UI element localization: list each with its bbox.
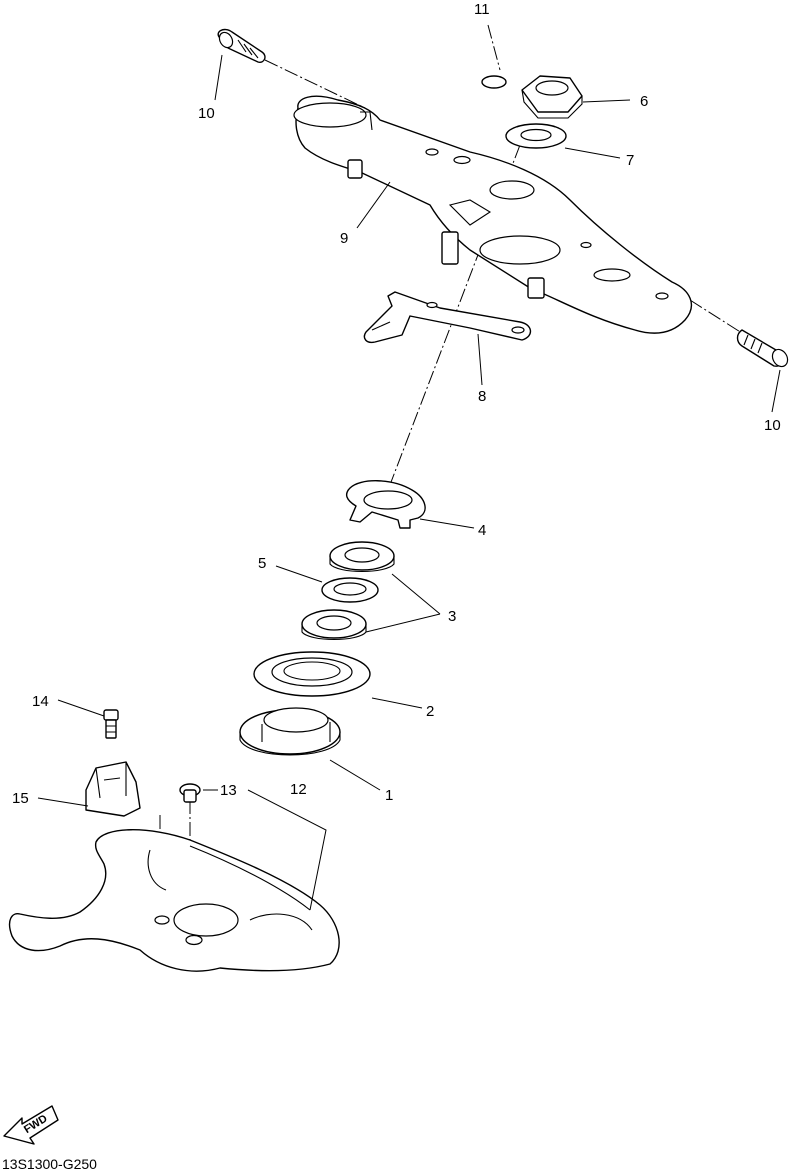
cap-part-11 (481, 75, 507, 89)
callout-10-right: 10 (764, 417, 781, 434)
fwd-arrow-icon: FWD (3, 1105, 59, 1145)
callout-12: 12 (290, 781, 307, 798)
callout-6: 6 (640, 93, 648, 110)
callout-4: 4 (478, 522, 486, 539)
callout-3: 3 (448, 608, 456, 625)
callout-8: 8 (478, 388, 486, 405)
seal-part-2 (253, 651, 371, 697)
ring-nut-part-3-upper (329, 541, 395, 572)
bolt-part-10-left (217, 28, 266, 64)
callout-9: 9 (340, 230, 348, 247)
lock-washer-part-4 (345, 480, 426, 529)
washer-part-5 (321, 577, 379, 603)
callout-14: 14 (32, 693, 49, 710)
clip-part-15 (85, 761, 141, 817)
leader-lines (37, 54, 781, 911)
callout-7: 7 (626, 152, 634, 169)
callout-1: 1 (385, 787, 393, 804)
bolt-part-14 (103, 709, 119, 739)
bolt-part-10-right (736, 329, 789, 368)
upper-bracket-part-9 (293, 95, 693, 334)
callout-15: 15 (12, 790, 29, 807)
ring-nut-part-3-lower (301, 609, 367, 640)
nut-part-6 (521, 75, 583, 119)
callout-labels: 1 2 3 4 5 6 7 8 9 10 10 11 12 13 14 15 (12, 1, 781, 807)
callout-11: 11 (474, 1, 490, 18)
callout-2: 2 (426, 703, 434, 720)
callout-5: 5 (258, 555, 266, 572)
drawing-code: 13S1300-G250 (2, 1156, 97, 1172)
callout-10-left: 10 (198, 105, 215, 122)
bearing-part-1 (239, 707, 341, 756)
washer-part-7 (505, 123, 567, 149)
cover-part-12 (8, 829, 340, 972)
bracket-part-8 (363, 291, 532, 344)
callout-13: 13 (220, 782, 237, 799)
bolt-part-13 (179, 783, 201, 803)
